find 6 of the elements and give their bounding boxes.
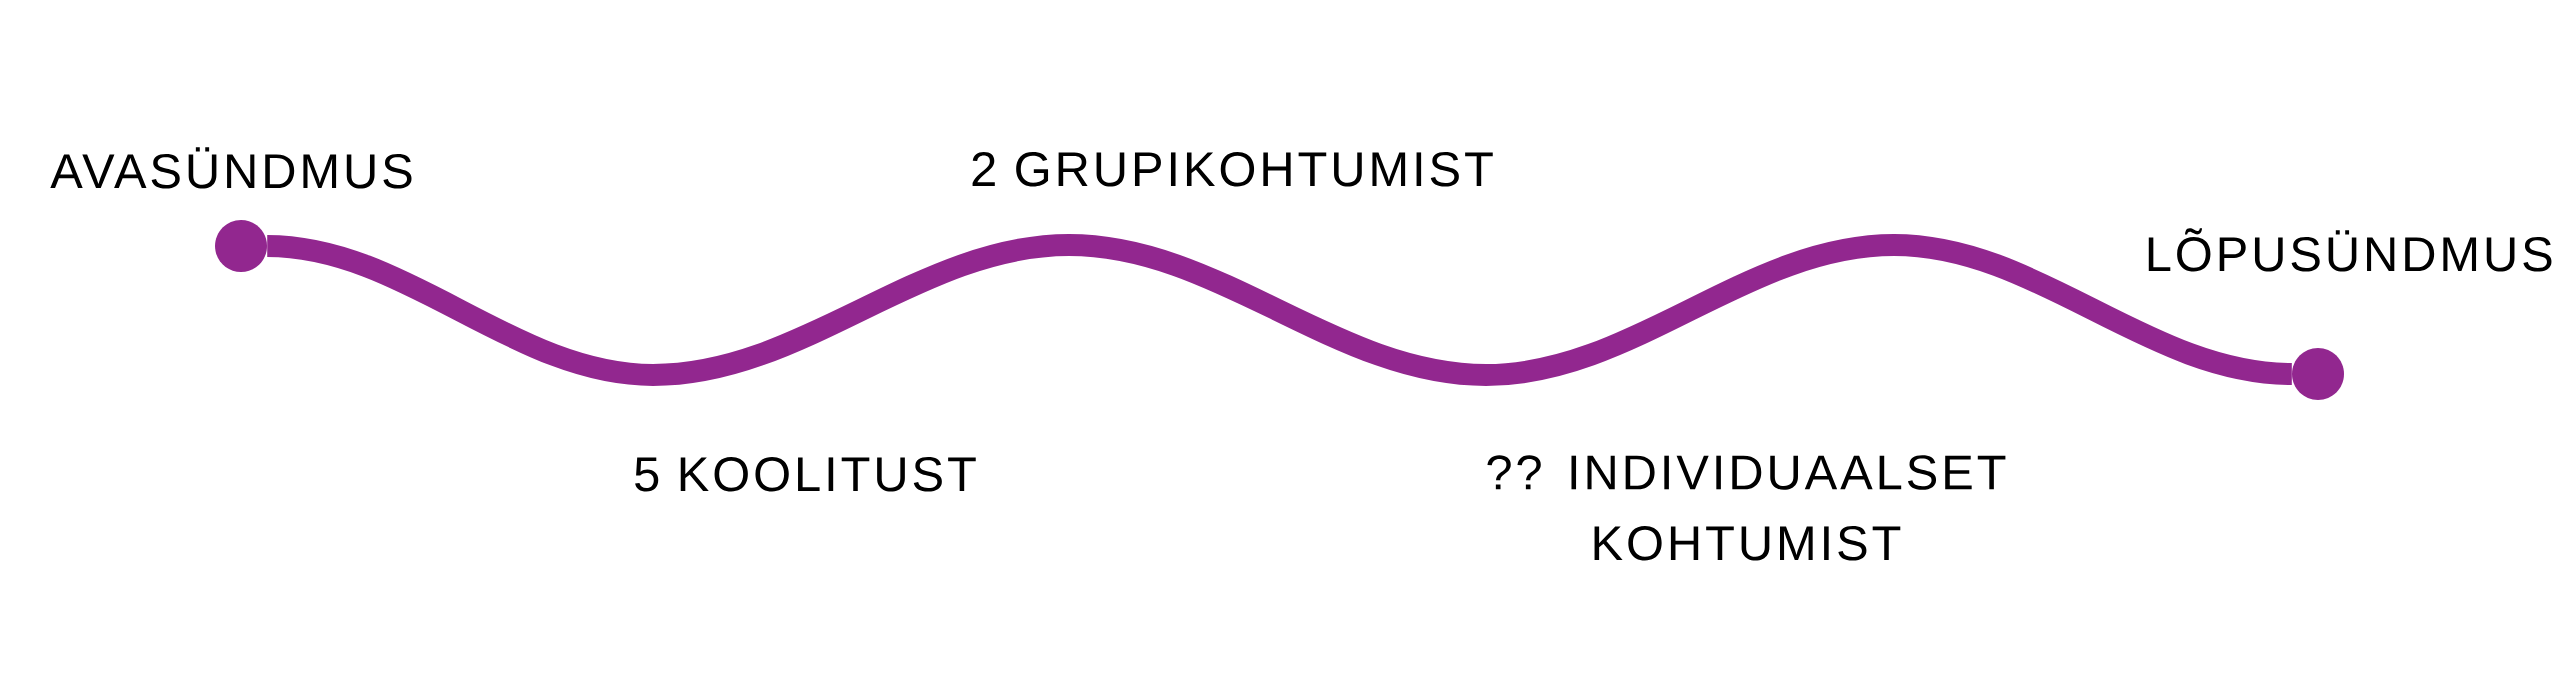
phase-label: ?? INDIVIDUAALSET KOHTUMIST bbox=[1487, 455, 2006, 561]
phase-label: 5 KOOLITUST bbox=[635, 456, 976, 492]
event-label: LÕPUSÜNDMUS bbox=[2148, 228, 2552, 272]
wavy-line bbox=[266, 234, 2293, 386]
event-label: AVASÜNDMUS bbox=[50, 147, 412, 189]
phase-label: 2 GRUPIKOHTUMIST bbox=[972, 151, 1493, 187]
